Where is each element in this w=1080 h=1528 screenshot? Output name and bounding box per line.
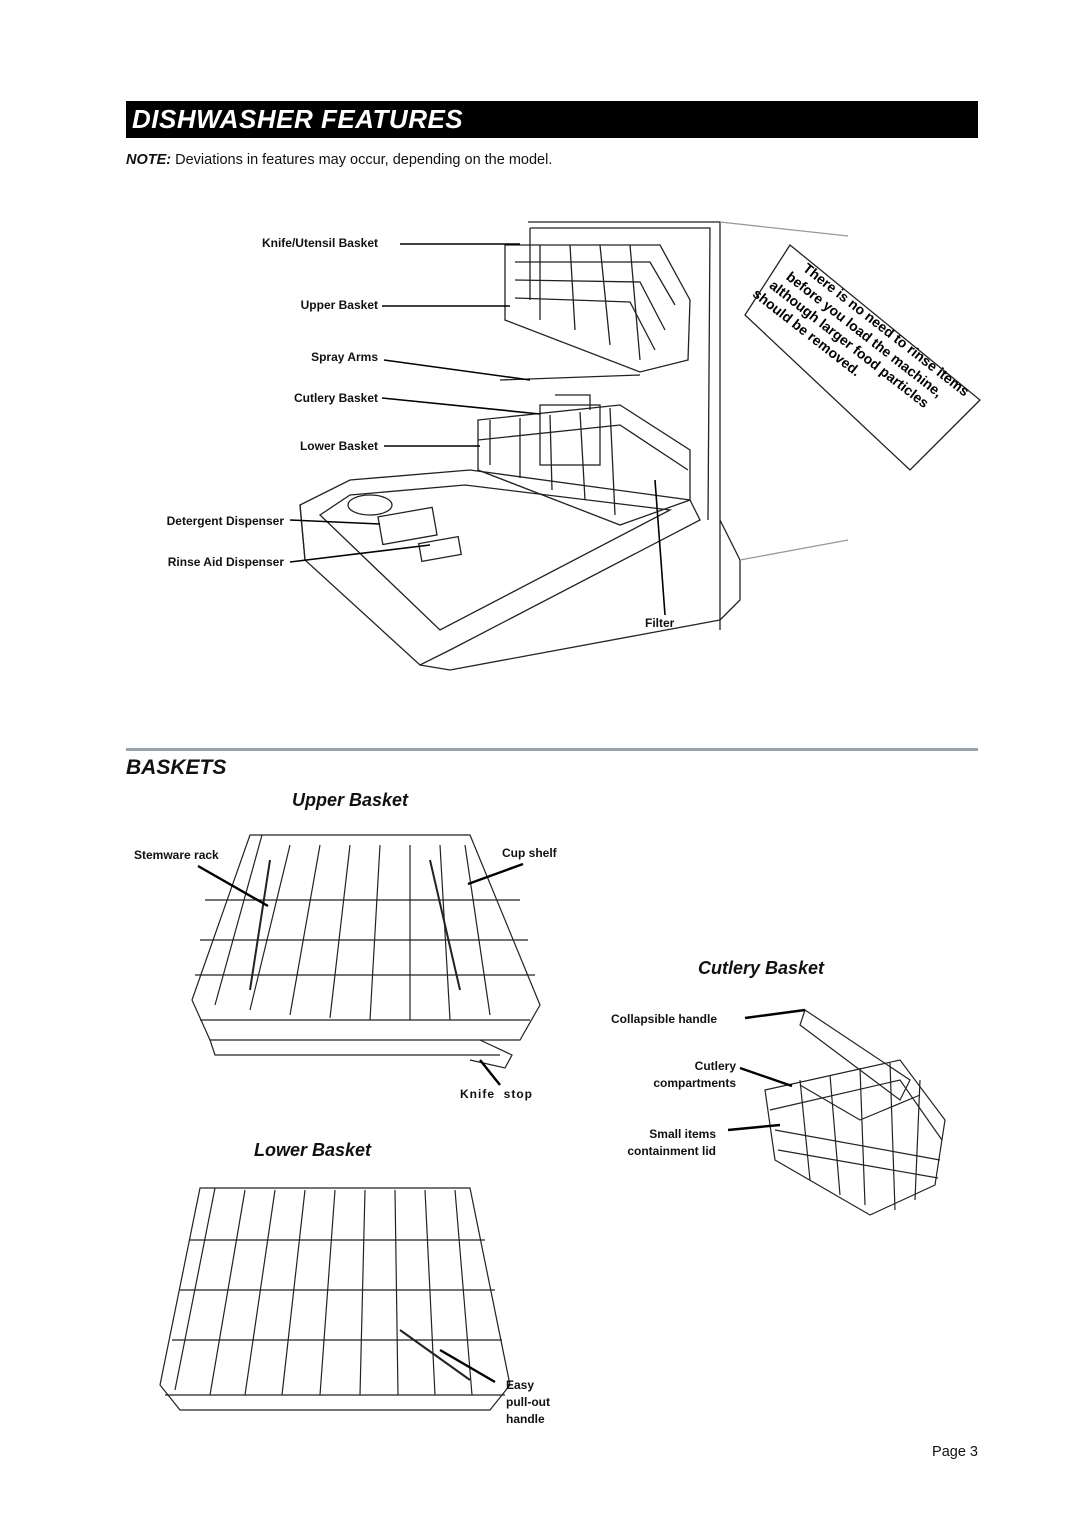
baskets-title: BASKETS bbox=[126, 756, 227, 779]
upper-basket-title: Upper Basket bbox=[292, 790, 409, 810]
handle-line-1: Easy bbox=[506, 1378, 535, 1392]
label-rinse-aid-dispenser: Rinse Aid Dispenser bbox=[167, 555, 284, 569]
cutlery-basket-leaders bbox=[727, 1008, 806, 1132]
label-filter: Filter bbox=[645, 616, 675, 630]
note: NOTE: Deviations in features may occur, … bbox=[126, 152, 552, 168]
label-collapsible-handle: Collapsible handle bbox=[611, 1012, 718, 1026]
page-title: DISHWASHER FEATURES bbox=[132, 104, 464, 134]
section-divider bbox=[126, 748, 978, 751]
dishwasher-overview-drawing bbox=[299, 221, 981, 671]
handle-line-2: pull-out bbox=[506, 1395, 550, 1409]
lid-line-1: Small items bbox=[649, 1127, 716, 1141]
label-cutlery-basket: Cutlery Basket bbox=[293, 391, 378, 405]
label-knife-stop: Knife stop bbox=[460, 1087, 533, 1101]
upper-basket-drawing bbox=[191, 834, 541, 1069]
label-upper-basket: Upper Basket bbox=[300, 298, 378, 312]
label-stemware-rack: Stemware rack bbox=[134, 848, 219, 862]
label-easy-pull-out-handle: Easy pull-out handle bbox=[506, 1377, 550, 1428]
compartments-line-1: Cutlery bbox=[694, 1059, 736, 1073]
section-banner: DISHWASHER FEATURES bbox=[126, 101, 978, 138]
label-cup-shelf: Cup shelf bbox=[502, 846, 557, 860]
label-detergent-dispenser: Detergent Dispenser bbox=[166, 514, 284, 528]
note-text: Deviations in features may occur, depend… bbox=[171, 152, 553, 168]
handle-line-3: handle bbox=[506, 1412, 545, 1426]
overview-leader-lines bbox=[289, 243, 666, 616]
label-small-items-lid: Small items containment lid bbox=[627, 1126, 716, 1160]
lower-basket-drawing bbox=[159, 1187, 511, 1411]
note-label: NOTE: bbox=[126, 152, 172, 168]
label-lower-basket: Lower Basket bbox=[299, 439, 378, 453]
lid-line-2: containment lid bbox=[627, 1144, 716, 1158]
cutlery-basket-drawing bbox=[764, 1009, 946, 1216]
label-spray-arms: Spray Arms bbox=[311, 350, 378, 364]
cutlery-basket-title: Cutlery Basket bbox=[698, 958, 825, 978]
lower-basket-title: Lower Basket bbox=[254, 1140, 372, 1160]
label-knife-utensil-basket: Knife/Utensil Basket bbox=[261, 236, 378, 250]
lower-basket-leader bbox=[439, 1348, 496, 1384]
upper-basket-leaders bbox=[197, 862, 524, 1086]
label-cutlery-compartments: Cutlery compartments bbox=[653, 1058, 736, 1092]
page-number: Page 3 bbox=[932, 1444, 978, 1460]
compartments-line-2: compartments bbox=[653, 1076, 736, 1090]
